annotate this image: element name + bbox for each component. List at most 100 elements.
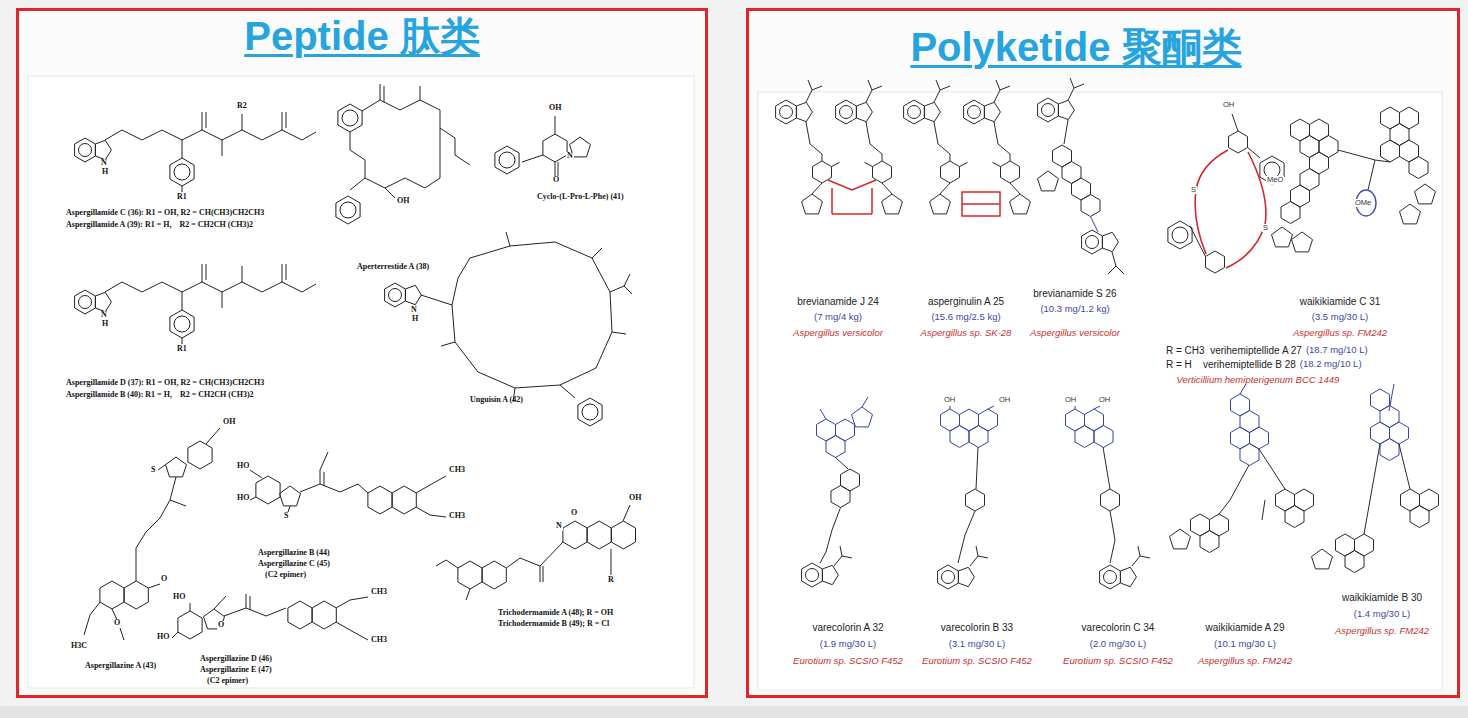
- atom-label: H: [411, 315, 419, 324]
- compound-name: R = H verihemiptellide B 28: [1166, 359, 1296, 370]
- source-organism: Eurotium sp. SCSIO F452: [793, 656, 903, 666]
- compound-name: asperginulin A 25: [928, 296, 1004, 307]
- compound-name: waikikiamide C 31: [1300, 296, 1381, 307]
- atom-label: CH3: [448, 466, 466, 475]
- atom-label: OH: [1222, 101, 1235, 109]
- atom-label: R2: [236, 102, 248, 111]
- source-organism: Aspergillus sp. FM242: [1293, 328, 1387, 338]
- panel-ground: [746, 8, 1460, 698]
- compound-caption: Aspergillazine E (47): [200, 666, 272, 675]
- source-organism: Aspergillus sp. SK-28: [921, 328, 1012, 338]
- panel-heading: Peptide 肽类: [244, 13, 480, 59]
- atom-label: HO: [236, 494, 250, 503]
- source-organism: Eurotium sp. SCSIO F452: [1063, 656, 1173, 666]
- source-organism: Aspergillus sp. FM242: [1335, 626, 1429, 636]
- bottom-bar: [0, 706, 1468, 718]
- atom-label: R1: [176, 345, 188, 354]
- yield-note: (1.9 mg/30 L): [820, 639, 877, 649]
- compound-caption: Aspergillazine D (46): [200, 655, 272, 664]
- compound-name: waikikiamide A 29: [1206, 622, 1285, 633]
- atom-label: OMe: [1354, 199, 1372, 207]
- source-organism: Aspergillus sp. FM242: [1198, 656, 1292, 666]
- atom-label: H3C: [70, 642, 88, 651]
- atom-label: OH: [1098, 396, 1111, 404]
- atom-label: MeO: [1266, 176, 1284, 184]
- compound-caption: Trichodermamide A (48); R = OH: [498, 609, 613, 618]
- compound-caption: Aperterrestide A (38): [357, 263, 429, 272]
- atom-label: O: [552, 176, 560, 185]
- figure-ground: [28, 76, 694, 688]
- yield-note: (18.7 mg/10 L): [1306, 345, 1368, 355]
- atom-label: S: [1262, 224, 1269, 232]
- compound-caption: (C2 epimer): [207, 677, 248, 686]
- compound-caption: Aspergillamide A (39): R1 = H, R2 = CH2C…: [66, 221, 253, 230]
- compound-name: R = CH3 verihemiptellide A 27: [1166, 345, 1302, 356]
- compound-caption: Cyclo-(L-Pro-L-Phe) (41): [537, 193, 624, 202]
- compound-name: varecolorin C 34: [1082, 622, 1155, 633]
- atom-label: CH3: [370, 588, 388, 597]
- yield-note: (18.2 mg/10 L): [1300, 359, 1362, 369]
- atom-label: R: [607, 576, 615, 585]
- compound-name: waikikiamide B 30: [1342, 592, 1422, 603]
- category-panel: Peptide 肽类: [16, 8, 708, 698]
- atom-label: CH3: [370, 636, 388, 645]
- compound-name: brevianamide S 26: [1033, 288, 1116, 299]
- atom-label: OH: [222, 418, 236, 427]
- atom-label: CH3: [448, 512, 466, 521]
- compound-caption: Aspergillazine B (44): [258, 549, 330, 558]
- compound-name: varecolorin B 33: [941, 622, 1013, 633]
- atom-label: OH: [1064, 396, 1077, 404]
- atom-label: N: [410, 306, 418, 315]
- yield-note: (1.4 mg/30 L): [1354, 609, 1411, 619]
- compound-name: brevianamide J 24: [797, 296, 879, 307]
- source-organism: Aspergillus versicolor: [793, 328, 883, 338]
- peptide-structures: [75, 84, 636, 640]
- compound-caption: Unguisin A (42): [470, 396, 523, 405]
- atom-label: N: [100, 311, 108, 320]
- atom-label: OH: [943, 396, 956, 404]
- atom-label: O: [570, 509, 578, 518]
- atom-label: N: [566, 152, 574, 161]
- compound-caption: Aspergillamide C (36): R1 = OH, R2 = CH(…: [66, 209, 264, 218]
- compound-caption: (C2 epimer): [265, 571, 306, 580]
- source-organism: Eurotium sp. SCSIO F452: [922, 656, 1032, 666]
- yield-note: (7 mg/4 kg): [814, 312, 862, 322]
- polyketide-structures: [776, 78, 1439, 589]
- yield-note: (10.1 mg/30 L): [1214, 639, 1276, 649]
- yield-note: (2.0 mg/30 L): [1090, 639, 1147, 649]
- panel-heading: Polyketide 聚酮类: [910, 24, 1241, 70]
- compound-caption: Aspergillazine A (43): [85, 662, 156, 671]
- atom-label: N: [100, 159, 108, 168]
- yield-note: (15.6 mg/2.5 kg): [931, 312, 1000, 322]
- atom-label: HO: [172, 593, 186, 602]
- atom-label: O: [113, 619, 121, 628]
- panel-ground: [16, 8, 708, 698]
- yield-note: (10.3 mg/1.2 kg): [1040, 304, 1109, 314]
- atom-label: N: [555, 522, 563, 531]
- atom-label: O: [160, 575, 168, 584]
- figure-ground: [758, 92, 1442, 690]
- source-organism: Verticillium hemipterigenum BCC 1449: [1177, 375, 1340, 385]
- yield-note: (3.1 mg/30 L): [949, 639, 1006, 649]
- compound-caption: Trichodermamide B (49); R = Cl: [498, 620, 609, 629]
- atom-label: S: [283, 512, 289, 521]
- atom-label: OH: [548, 104, 562, 113]
- atom-label: OH: [628, 494, 642, 503]
- atom-label: S: [1190, 186, 1197, 194]
- atom-label: OH: [396, 197, 410, 206]
- yield-note: (3.5 mg/30 L): [1312, 312, 1369, 322]
- source-organism: Aspergillus versicolor: [1030, 328, 1120, 338]
- atom-label: R1: [176, 193, 188, 202]
- compound-caption: Aspergillamide B (40): R1 = H, R2 = CH2C…: [66, 391, 254, 400]
- atom-label: H: [101, 320, 109, 329]
- compound-name: varecolorin A 32: [812, 622, 883, 633]
- atom-label: OH: [998, 396, 1011, 404]
- atom-label: HO: [156, 633, 170, 642]
- compound-caption: Aspergillazine C (45): [258, 560, 330, 569]
- atom-label: O: [217, 621, 225, 630]
- atom-label: HO: [236, 462, 250, 471]
- atom-label: S: [150, 466, 156, 475]
- compound-caption: Aspergillamide D (37): R1 = OH, R2 = CH(…: [66, 379, 264, 388]
- atom-label: H: [101, 168, 109, 177]
